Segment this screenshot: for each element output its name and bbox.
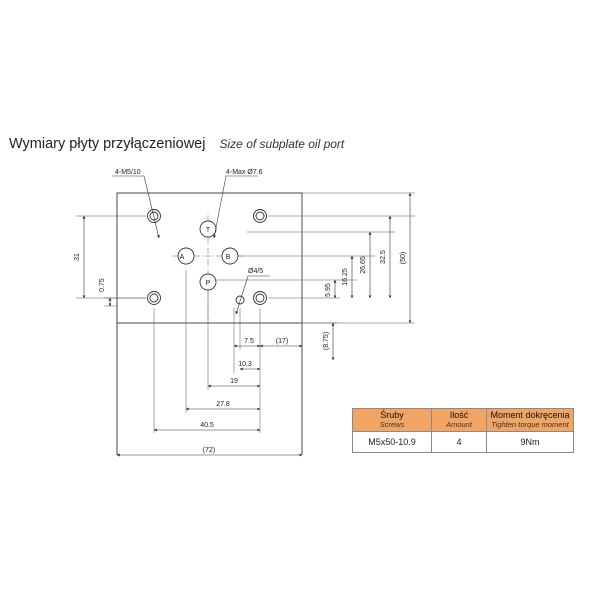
cell-screw-type: M5x50-10.9 [352,431,432,453]
screw-hole-bottom-left-thread [149,293,159,303]
port-b [221,247,239,265]
screw-hole-top-left-thread [149,211,159,221]
dim-8-75: (8.75) [323,332,330,350]
callout-screw-holes: 4-M5/10 [115,169,141,176]
subplate-top-view [116,192,303,324]
table-header-row: Śruby Screws Ilość Amount Moment dokręce… [352,408,574,432]
dim-7-5: 7.5 [244,338,254,345]
screw-hole-bottom-right-thread [255,293,265,303]
port-t-label: T [206,227,211,234]
title-polish: Wymiary płyty przyłączeniowej [9,136,206,152]
port-p [199,273,217,291]
page-title: Wymiary płyty przyłączeniowej Size of su… [9,136,344,152]
dim-5-95: 5.95 [325,283,332,297]
leader-ports [213,175,258,239]
callout-ports: 4-Max Ø7.6 [226,169,263,176]
port-p-label: P [206,280,211,287]
screw-spec-table: Śruby Screws Ilość Amount Moment dokręce… [352,408,574,453]
dim-31: 31 [74,253,81,261]
leader-pin-hole [235,275,270,315]
title-english: Size of subplate oil port [219,137,345,151]
leader-screw-holes [112,175,160,239]
dim-19: 19 [230,378,238,385]
port-a-label: A [180,254,185,261]
port-b-label: B [226,254,231,261]
dim-17: (17) [276,338,288,345]
dim-26-65: 26.65 [360,256,367,274]
cell-amount: 4 [431,431,487,453]
dim-50: (50) [400,252,407,264]
extension-lines [76,192,415,433]
dim-0-75: 0.75 [99,278,106,292]
header-torque: Moment dokręcenia Tighten torque moment [486,408,574,432]
pin-hole [235,295,245,305]
port-a [177,247,195,265]
dim-27-8: 27.8 [216,401,230,408]
callout-pin-hole: Ø4/5 [248,268,263,275]
screw-hole-top-right-thread [255,211,265,221]
dim-16-25: 16.25 [342,268,349,286]
dimension-lines [82,192,412,457]
header-screws: Śruby Screws [352,408,432,432]
cell-torque: 9Nm [486,431,574,453]
header-amount: Ilość Amount [431,408,487,432]
dim-72: (72) [203,447,215,454]
dim-40-5: 40.5 [200,422,214,429]
dim-10-3: 10.3 [238,361,252,368]
table-row: M5x50-10.9 4 9Nm [352,431,574,453]
dim-32-5: 32.5 [380,250,387,264]
